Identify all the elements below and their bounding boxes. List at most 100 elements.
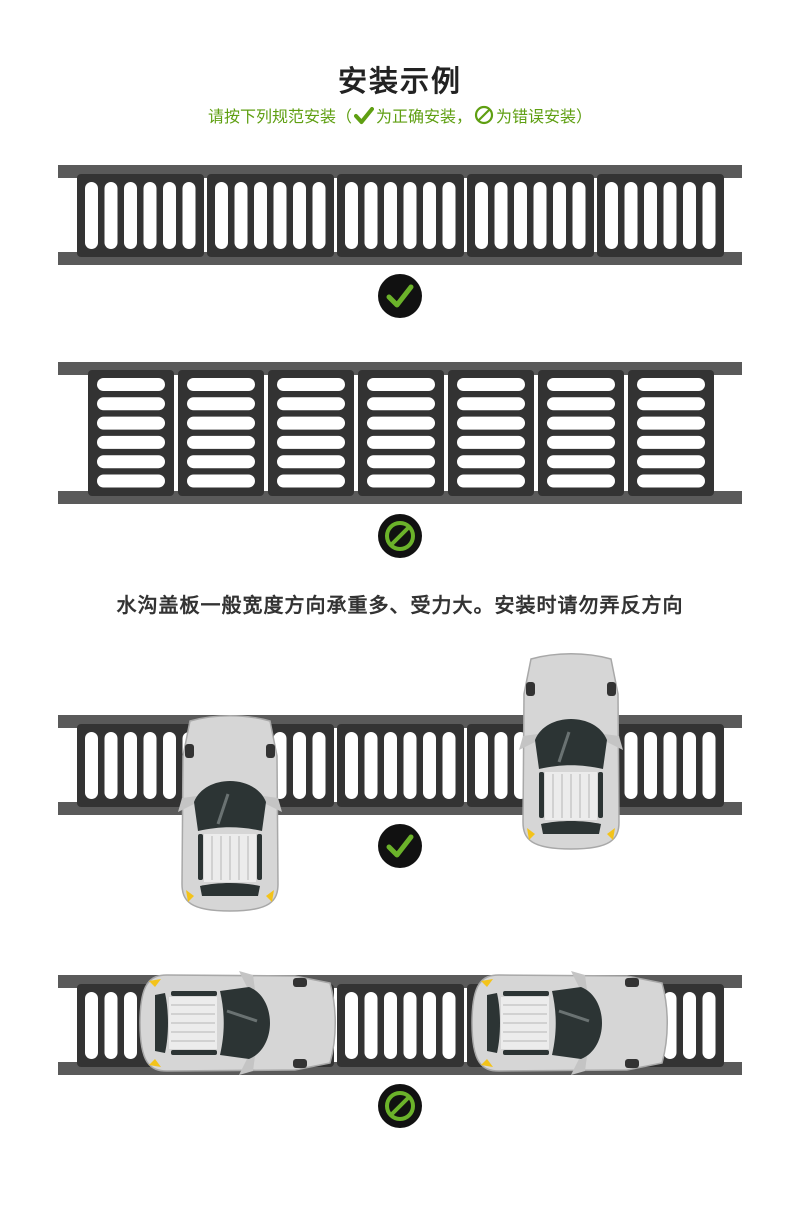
- grate-slot: [683, 182, 696, 249]
- grate-slot: [277, 397, 345, 411]
- grate-slot: [637, 378, 705, 391]
- grate-slot: [187, 378, 255, 391]
- grate-slot: [277, 416, 345, 430]
- grate-slot: [345, 992, 358, 1059]
- grate-slot: [572, 182, 586, 249]
- grate-slot: [514, 182, 527, 249]
- grate-slot: [367, 416, 435, 430]
- grate-slot: [683, 992, 696, 1059]
- grate-slot: [364, 992, 378, 1059]
- page-title: 安装示例: [337, 64, 462, 98]
- drain-panel-correct-1: [58, 165, 742, 265]
- badge-circle: [378, 274, 422, 318]
- grate-slot: [254, 182, 267, 249]
- grate-slot: [187, 435, 255, 449]
- grate-slot: [457, 455, 525, 469]
- grate-slot: [403, 992, 417, 1059]
- grate-slot: [702, 732, 716, 799]
- prohibited-ring: [385, 521, 415, 551]
- grate-slot: [547, 378, 615, 391]
- grate-slot: [547, 416, 615, 430]
- prohibited-slash: [389, 1095, 411, 1117]
- grate-slot: [547, 455, 615, 469]
- grate-slot: [475, 732, 488, 799]
- grate-slot: [104, 182, 118, 249]
- grate-slot: [442, 182, 456, 249]
- grate-slot: [423, 732, 436, 799]
- grate-slot: [187, 455, 255, 469]
- grate-slot: [605, 182, 618, 249]
- grate-slot: [277, 378, 345, 391]
- grate-slot: [494, 182, 508, 249]
- grate-slot: [663, 182, 677, 249]
- grate-slot: [182, 182, 196, 249]
- prohibited-icon: [378, 514, 422, 558]
- grate-slot: [457, 378, 525, 391]
- grate-slot: [367, 435, 435, 449]
- grate-slot: [637, 435, 705, 449]
- grate-slot: [277, 455, 345, 469]
- grate-slot: [293, 732, 306, 799]
- prohibited-slash: [389, 525, 411, 547]
- grate-slot: [442, 732, 456, 799]
- grate-slot: [663, 732, 677, 799]
- grate-slot: [187, 416, 255, 430]
- grate-slot: [277, 474, 345, 488]
- grate-slot: [293, 182, 306, 249]
- check-mark: [386, 284, 414, 308]
- car-icon: [517, 652, 625, 851]
- grate-slot: [644, 732, 657, 799]
- grate-slot: [475, 182, 488, 249]
- grate-slot: [277, 435, 345, 449]
- grate-slot: [143, 732, 157, 799]
- grate-slot: [187, 474, 255, 488]
- grate-slot: [364, 182, 378, 249]
- grate-slot: [403, 182, 417, 249]
- grate-slot: [97, 455, 165, 469]
- grate-slot: [85, 182, 98, 249]
- prohibited-icon: [474, 105, 494, 129]
- grate-slot: [234, 182, 248, 249]
- grate-slot: [85, 992, 98, 1059]
- grate-slot: [215, 182, 228, 249]
- subtitle-wrong: 为错误安装）: [496, 107, 593, 126]
- grate-slot: [547, 435, 615, 449]
- grate-slot: [624, 732, 638, 799]
- grate-slot: [124, 992, 137, 1059]
- grate-slot: [97, 378, 165, 391]
- grate-slot: [457, 435, 525, 449]
- grate-slot: [457, 397, 525, 411]
- instruction-subtitle: 请按下列规范安装（为正确安装，为错误安装）: [0, 103, 800, 129]
- grate-slot: [384, 182, 397, 249]
- grate-slot: [547, 397, 615, 411]
- grate-slot: [442, 992, 456, 1059]
- grate-slot: [345, 732, 358, 799]
- grate-slot: [97, 416, 165, 430]
- grate-slot: [273, 182, 287, 249]
- check-icon: [353, 107, 374, 129]
- grate-slot: [104, 732, 118, 799]
- grate-slot: [187, 397, 255, 411]
- grate-slot: [143, 182, 157, 249]
- grate-slot: [423, 182, 436, 249]
- check-icon: [378, 824, 422, 868]
- grate-slot: [163, 732, 176, 799]
- grate-slot: [683, 732, 696, 799]
- grate-slot: [403, 732, 417, 799]
- grate-slot: [423, 992, 436, 1059]
- car-icon: [138, 969, 337, 1077]
- check-icon: [378, 274, 422, 318]
- car-icon: [470, 969, 669, 1077]
- grate-slot: [364, 732, 378, 799]
- grate-slot: [553, 182, 566, 249]
- grate-slot: [637, 416, 705, 430]
- grate-slot: [637, 455, 705, 469]
- grate-slot: [702, 992, 716, 1059]
- grate-slot: [124, 732, 137, 799]
- grate-slot: [457, 474, 525, 488]
- car-icon: [176, 714, 284, 913]
- subtitle-prefix: 请按下列规范安装（: [207, 107, 352, 126]
- grate-slot: [104, 992, 118, 1059]
- grate-slot: [367, 378, 435, 391]
